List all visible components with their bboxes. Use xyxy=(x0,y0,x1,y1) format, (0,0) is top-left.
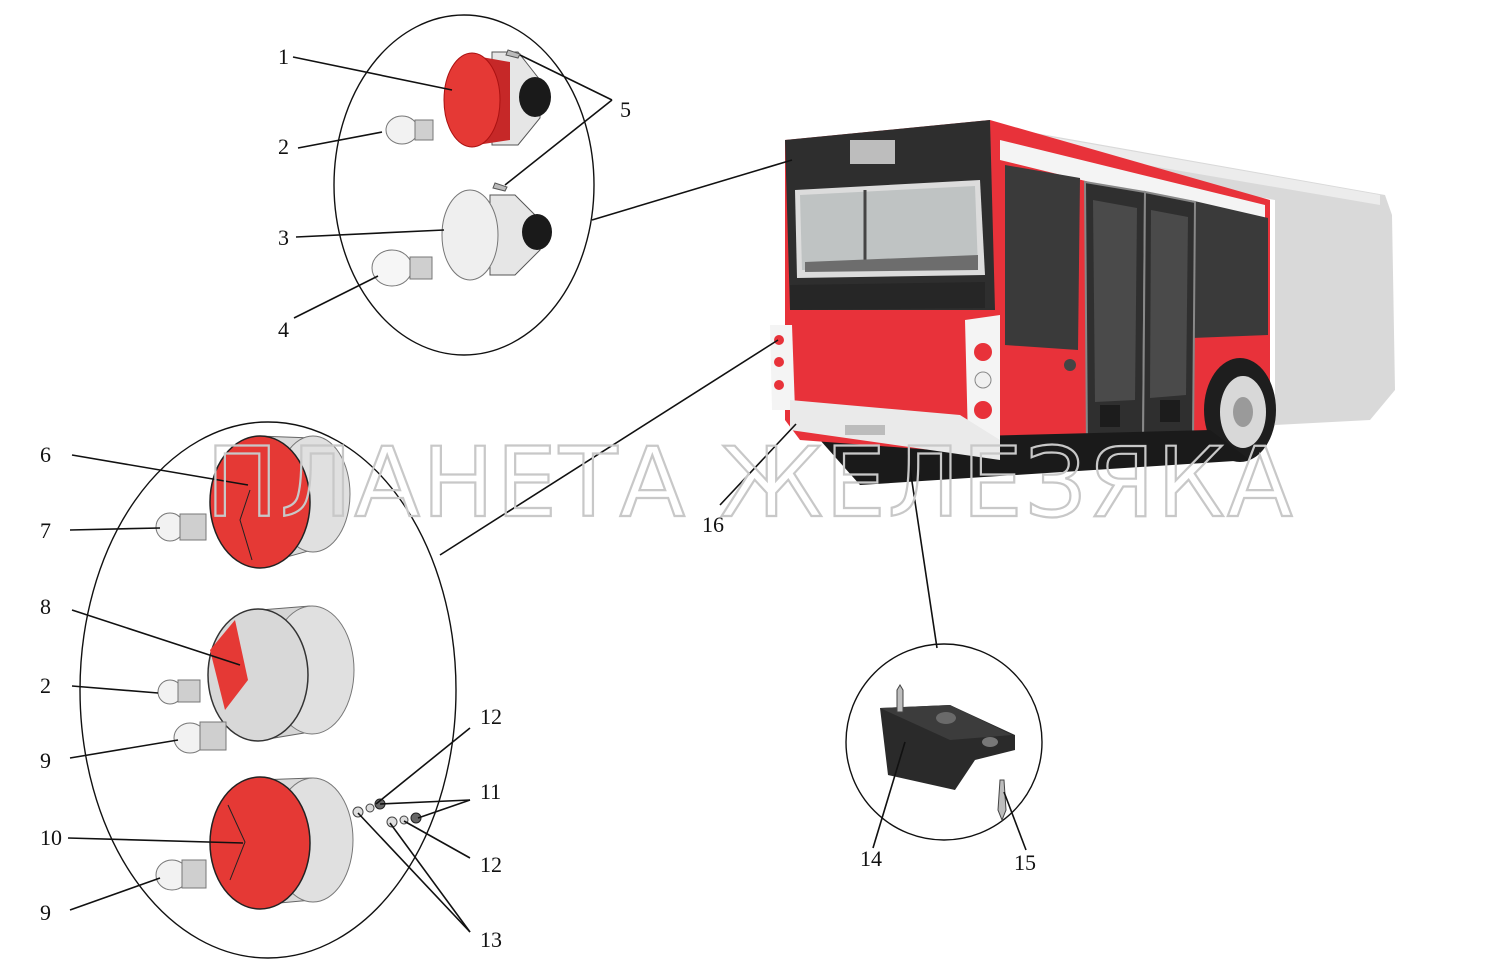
bulb-2b xyxy=(157,679,201,705)
callout-16: 16 xyxy=(702,512,724,537)
callout-9: 9 xyxy=(40,748,51,773)
callout-11: 11 xyxy=(480,779,501,804)
bulb-9b xyxy=(155,859,207,891)
callout-1: 1 xyxy=(278,44,289,69)
rear-marker-lamp-white xyxy=(441,189,552,281)
callout-10: 10 xyxy=(40,825,62,850)
self-tapping-screw xyxy=(997,779,1007,822)
callout-12b: 12 xyxy=(480,852,502,877)
bus-illustration xyxy=(770,120,1395,485)
callout-5: 5 xyxy=(620,97,631,122)
callout-3: 3 xyxy=(278,225,289,250)
callout-6: 6 xyxy=(40,442,51,467)
bulb-large xyxy=(371,249,433,287)
rear-marker-lamp-red xyxy=(443,51,551,148)
bulb-small xyxy=(385,115,434,145)
detail-circle-bottom xyxy=(845,643,1043,841)
rear-lamp-red-1 xyxy=(209,435,351,569)
rear-lamp-grey xyxy=(207,605,355,742)
watermark: ПЛАНЕТА ЖЕЛЕЗЯКА xyxy=(206,427,1295,539)
callout-9b: 9 xyxy=(40,900,51,925)
bulb-7 xyxy=(155,512,207,542)
callout-12: 12 xyxy=(480,704,502,729)
detail-circle-left xyxy=(79,421,457,959)
bulb-9 xyxy=(173,721,227,754)
callout-14: 14 xyxy=(860,846,882,871)
callout-2b: 2 xyxy=(40,673,51,698)
rear-lamp-red-2 xyxy=(209,776,354,910)
callout-15: 15 xyxy=(1014,850,1036,875)
callout-8: 8 xyxy=(40,594,51,619)
callout-2: 2 xyxy=(278,134,289,159)
callout-7: 7 xyxy=(40,518,51,543)
detail-circle-top xyxy=(333,14,595,356)
callout-4: 4 xyxy=(278,317,289,342)
screws xyxy=(492,49,521,192)
mounting-bracket xyxy=(880,684,1015,790)
callout-13: 13 xyxy=(480,927,502,952)
